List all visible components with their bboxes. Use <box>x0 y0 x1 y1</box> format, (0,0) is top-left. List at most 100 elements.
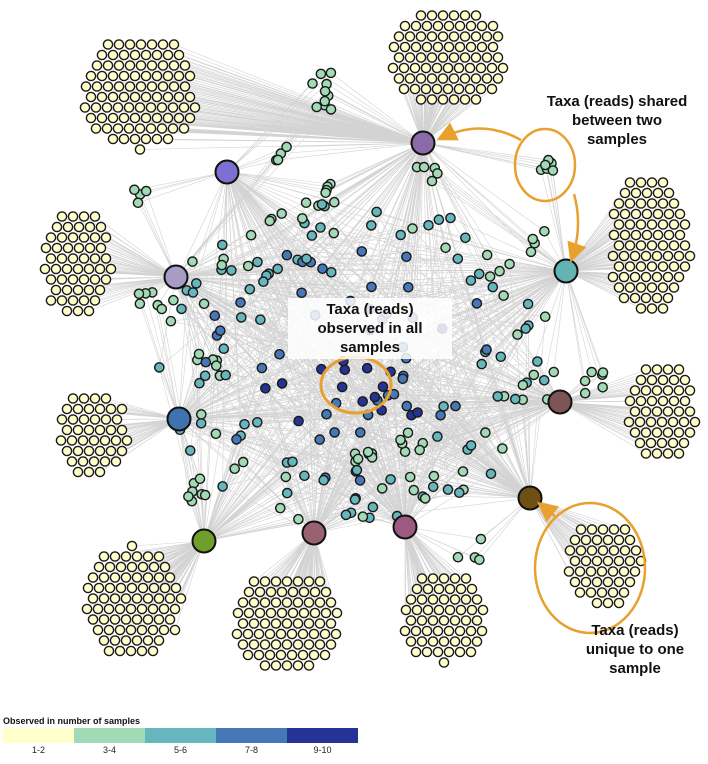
taxon-node-406 <box>613 534 625 546</box>
taxon-node-367 <box>668 395 680 407</box>
taxon-node-105 <box>476 20 488 32</box>
taxon-node-235 <box>651 271 663 283</box>
taxon-node-248 <box>662 292 674 304</box>
taxon-node-191 <box>641 208 653 220</box>
taxon-node-114 <box>470 31 482 42</box>
taxon-node-98 <box>399 20 411 32</box>
legend-label-5-6: 5-6 <box>173 745 187 755</box>
taxon-node-250 <box>646 303 658 314</box>
taxon-node-608 <box>438 594 450 605</box>
taxon-node-592 <box>292 660 304 671</box>
taxon-node-521 <box>270 576 282 587</box>
taxon-node-498 <box>153 614 165 625</box>
taxon-node-256 <box>51 221 63 233</box>
taxon-node-477 <box>120 593 132 604</box>
taxon-node-293 <box>61 284 73 296</box>
taxon-node-65 <box>189 102 201 113</box>
taxon-node-174 <box>635 177 647 188</box>
taxon-node-434 <box>624 576 636 588</box>
taxon-node-478 <box>131 593 143 604</box>
taxon-node-892 <box>453 487 465 499</box>
taxon-node-14 <box>162 49 174 61</box>
taxon-node-834 <box>231 434 242 445</box>
taxon-node-851 <box>153 362 165 373</box>
taxon-node-351 <box>673 364 685 375</box>
taxon-node-121 <box>432 41 444 53</box>
taxon-node-168 <box>426 94 438 105</box>
taxon-node-839 <box>280 471 292 483</box>
taxon-node-792 <box>471 298 483 309</box>
taxon-node-371 <box>651 406 663 417</box>
taxon-node-867 <box>281 487 293 499</box>
taxon-node-284 <box>94 263 106 275</box>
sample-node-3 <box>553 258 579 284</box>
taxon-node-259 <box>84 221 96 233</box>
taxon-node-531 <box>298 586 310 598</box>
taxon-node-362 <box>684 385 696 396</box>
taxon-node-251 <box>657 303 669 314</box>
taxon-node-368 <box>679 395 691 407</box>
taxon-node-539 <box>292 597 304 608</box>
taxon-node-325 <box>105 424 117 436</box>
taxon-node-728 <box>395 434 406 446</box>
taxon-node-639 <box>449 636 461 647</box>
taxon-node-611 <box>471 594 483 605</box>
taxon-node-334 <box>61 445 73 457</box>
taxon-node-69 <box>118 112 130 124</box>
taxon-node-211 <box>635 240 647 251</box>
taxon-node-585 <box>286 649 298 661</box>
taxon-node-187 <box>668 198 680 209</box>
highlight-unique-ring <box>533 501 647 635</box>
taxon-node-730 <box>256 362 268 374</box>
legend-label-3-4: 3-4 <box>102 745 116 755</box>
taxon-node-8 <box>96 49 108 61</box>
taxon-node-70 <box>129 112 141 124</box>
taxon-node-604 <box>466 583 478 595</box>
taxon-node-294 <box>72 284 84 296</box>
taxon-node-329 <box>77 435 89 446</box>
taxon-node-56 <box>90 102 102 113</box>
taxon-node-266 <box>100 232 112 243</box>
taxon-node-785 <box>328 227 340 239</box>
taxon-node-90 <box>162 133 174 145</box>
taxon-node-723 <box>402 427 414 439</box>
taxon-node-644 <box>432 646 444 658</box>
taxon-node-267 <box>40 242 52 254</box>
taxon-node-646 <box>454 646 466 658</box>
taxon-node-344 <box>110 456 122 467</box>
taxon-node-564 <box>253 628 265 640</box>
taxon-node-523 <box>292 576 304 587</box>
taxon-node-821 <box>287 456 298 468</box>
taxon-node-308 <box>100 393 112 404</box>
taxon-node-323 <box>83 424 95 436</box>
taxon-node-918 <box>498 290 509 301</box>
taxon-node-140 <box>420 62 432 74</box>
arrow-to-unique-sample <box>537 501 559 523</box>
taxon-node-621 <box>416 615 428 626</box>
taxon-node-769 <box>395 229 407 241</box>
taxon-node-258 <box>73 221 85 233</box>
taxon-node-513 <box>153 635 165 646</box>
taxon-node-459 <box>109 572 121 583</box>
taxon-node-6 <box>157 39 169 50</box>
taxon-node-346 <box>83 466 95 478</box>
taxon-node-505 <box>147 624 159 636</box>
taxon-node-194 <box>674 208 686 220</box>
taxon-node-55 <box>79 102 91 113</box>
taxon-node-101 <box>432 20 444 32</box>
taxon-node-59 <box>123 102 135 113</box>
taxon-node-557 <box>281 618 293 629</box>
taxon-node-281 <box>61 263 73 275</box>
taxon-node-879 <box>336 381 348 393</box>
taxon-node-68 <box>107 112 119 124</box>
taxon-node-796 <box>485 468 497 480</box>
taxon-node-691 <box>539 225 550 237</box>
taxon-node-301 <box>89 295 101 306</box>
taxon-node-771 <box>168 294 179 306</box>
legend-label-9-10: 9-10 <box>313 745 332 755</box>
taxon-node-451 <box>104 561 116 573</box>
taxon-node-511 <box>131 635 143 646</box>
taxon-node-761 <box>315 222 326 233</box>
sample-node-7 <box>517 485 543 511</box>
taxon-node-316 <box>67 414 79 425</box>
